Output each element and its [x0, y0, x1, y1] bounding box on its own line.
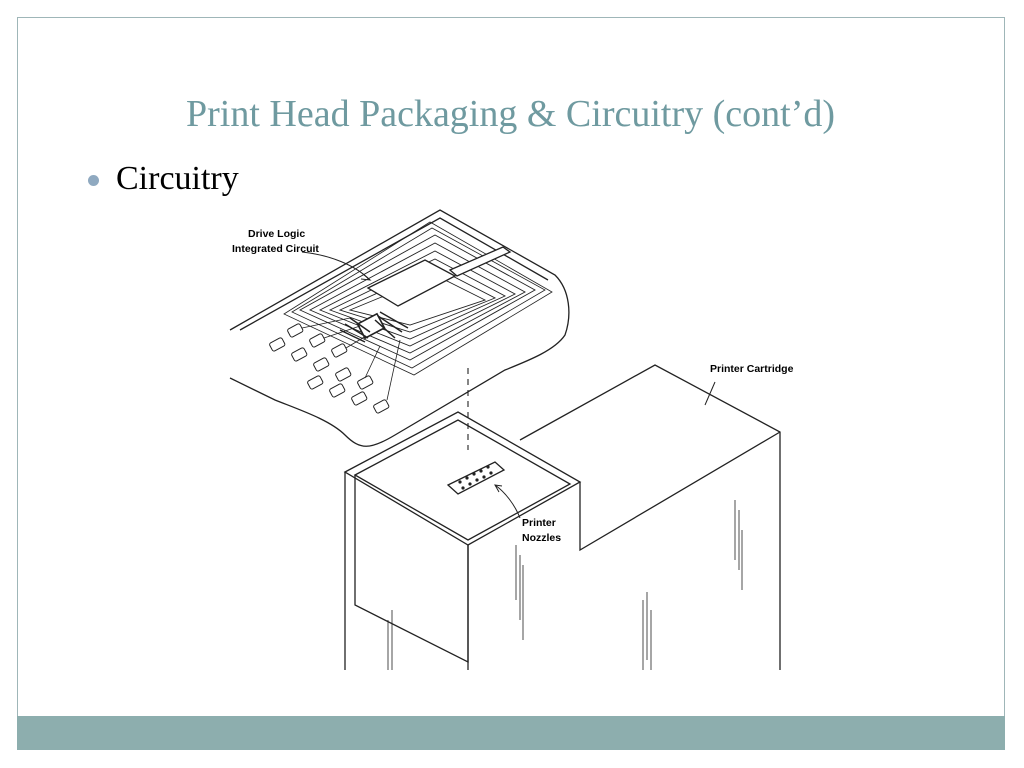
- flex-circuit-sheet: [229, 209, 570, 447]
- nozzles-label-line1: Printer: [522, 517, 556, 529]
- slide-frame: [17, 17, 1005, 750]
- bullet-text: Circuitry: [116, 160, 239, 197]
- drive-logic-label-line2: Integrated Circuit: [232, 243, 319, 255]
- drive-logic-label-line1: Drive Logic: [248, 228, 305, 240]
- printer-cartridge-label: Printer Cartridge: [710, 363, 794, 375]
- bullet-dot-icon: [88, 174, 99, 186]
- bullet-item: Circuitry: [88, 160, 239, 198]
- slide-title: Print Head Packaging & Circuitry (cont’d…: [186, 93, 836, 135]
- print-head-illustration: Drive Logic Integrated Circuit Printer C…: [229, 209, 794, 670]
- footer-bar: [17, 716, 1005, 750]
- printer-cartridge: [343, 364, 781, 670]
- nozzles-label-line2: Nozzles: [522, 532, 561, 544]
